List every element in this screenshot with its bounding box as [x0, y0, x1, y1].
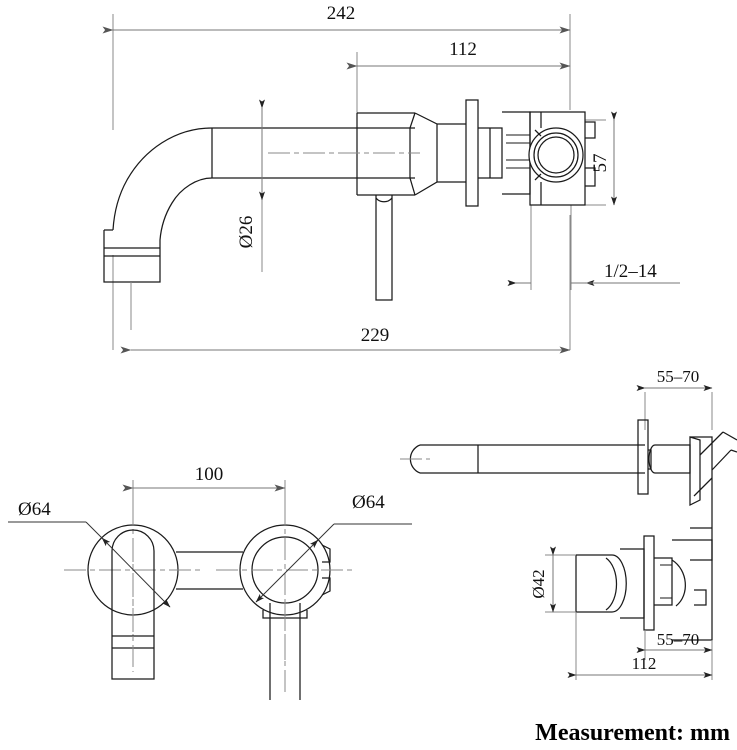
front-extension-lines [112, 14, 606, 350]
right-escutcheon [216, 503, 355, 660]
dimension-112-side: 112 [567, 612, 713, 680]
dimension-thread-half-14: 1/2–14 [507, 261, 680, 286]
side-view: 55–70 [400, 367, 737, 680]
dimension-229: 229 [120, 325, 571, 354]
valve-body-front [356, 99, 596, 207]
body-bridge-plan [176, 551, 243, 590]
dimension-diameter-26: Ø26 [236, 99, 265, 272]
dimension-57-label: 57 [590, 154, 611, 173]
dimension-112-side-label: 112 [632, 654, 657, 673]
dimension-112: 112 [346, 39, 571, 70]
dimension-242-label: 242 [327, 3, 356, 24]
dimension-55-70-upper-label: 55–70 [657, 367, 700, 386]
dimension-diameter-64-right-label: Ø64 [352, 492, 385, 513]
dimension-diameter-64-left: Ø64 [8, 499, 171, 608]
lever-handle-front [375, 195, 393, 301]
spout-outline [103, 127, 415, 330]
plan-view: 100 [8, 464, 412, 700]
dimension-55-70-lower-label: 55–70 [657, 630, 700, 649]
dimension-thread-label: 1/2–14 [604, 261, 657, 282]
dimension-112-label: 112 [449, 39, 477, 60]
spout-side [400, 419, 737, 561]
dimension-diameter-26-label: Ø26 [236, 216, 257, 249]
valve-side-lower [575, 527, 713, 641]
dimension-diameter-64-right: Ø64 [255, 492, 412, 603]
dimension-229-label: 229 [361, 325, 390, 346]
dimension-100-label: 100 [195, 464, 224, 485]
dimension-diameter-42: Ø42 [529, 546, 576, 613]
lever-handle-plan [262, 600, 308, 700]
measurement-units-note: Measurement: mm [535, 720, 730, 746]
dimension-diameter-64-left-label: Ø64 [18, 499, 51, 520]
front-elevation-view: 242 112 Ø26 [102, 3, 680, 354]
dimension-55-70-upper: 55–70 [636, 367, 713, 430]
dimension-57: 57 [590, 111, 617, 206]
spout-plan [111, 529, 155, 680]
dimension-242: 242 [102, 3, 571, 34]
dimension-diameter-42-label: Ø42 [529, 569, 548, 598]
